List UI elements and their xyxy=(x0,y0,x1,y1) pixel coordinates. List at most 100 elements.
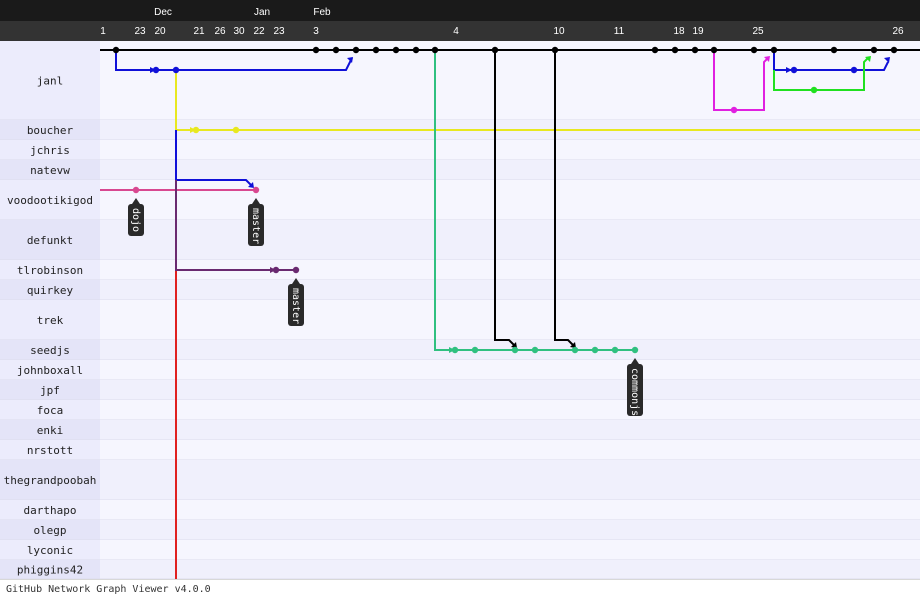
commit-dot[interactable] xyxy=(551,46,559,54)
branch-label[interactable]: commonjs xyxy=(627,358,643,416)
commit-dot[interactable] xyxy=(591,346,599,354)
user-label-bg xyxy=(0,260,100,280)
user-name[interactable]: foca xyxy=(37,404,64,417)
day-label: 23 xyxy=(134,26,146,37)
user-name[interactable]: jchris xyxy=(30,144,70,157)
merge-arrowhead xyxy=(248,182,254,188)
user-label-bg xyxy=(0,560,100,579)
day-label: 22 xyxy=(253,26,265,37)
commit-dot[interactable] xyxy=(152,66,160,74)
user-name[interactable]: thegrandpoobah xyxy=(4,474,97,487)
user-name[interactable]: voodootikigod xyxy=(7,194,93,207)
user-name[interactable]: nrstott xyxy=(27,444,73,457)
commit-dot[interactable] xyxy=(671,46,679,54)
merge-arrowhead xyxy=(347,57,353,63)
month-header xyxy=(0,0,920,21)
commit-dot[interactable] xyxy=(651,46,659,54)
user-name[interactable]: natevw xyxy=(30,164,70,177)
commit-dot[interactable] xyxy=(511,346,519,354)
user-label-bg xyxy=(0,280,100,300)
row-band xyxy=(100,440,920,460)
commit-dot[interactable] xyxy=(611,346,619,354)
user-name[interactable]: defunkt xyxy=(27,234,73,247)
branch-label[interactable]: dojo xyxy=(128,198,144,236)
commit-dot[interactable] xyxy=(312,46,320,54)
merge-line-10 xyxy=(554,50,575,347)
user-label-bg xyxy=(0,140,100,160)
commit-dot[interactable] xyxy=(292,266,300,274)
user-name[interactable]: phiggins42 xyxy=(17,564,83,577)
commit-dot[interactable] xyxy=(770,46,778,54)
user-label-bg xyxy=(0,460,100,500)
commit-dot[interactable] xyxy=(172,66,180,74)
branch-label-box xyxy=(248,204,264,246)
user-label-bg xyxy=(0,420,100,440)
user-label-bg xyxy=(0,540,100,560)
row-band xyxy=(100,41,920,120)
commit-dot[interactable] xyxy=(451,346,459,354)
day-header xyxy=(0,21,920,41)
user-name[interactable]: johnboxall xyxy=(17,364,83,377)
user-label-bg xyxy=(0,160,100,180)
commit-dot[interactable] xyxy=(252,186,260,194)
commit-dot[interactable] xyxy=(870,46,878,54)
user-name[interactable]: seedjs xyxy=(30,344,70,357)
commit-dot[interactable] xyxy=(491,46,499,54)
network-graph: janl boucher jchris natevw voodootikigod defu… xyxy=(0,0,920,579)
commit-dot[interactable] xyxy=(272,266,280,274)
user-name[interactable]: quirkey xyxy=(27,284,74,297)
month-label: Dec xyxy=(154,7,172,18)
commit-dot[interactable] xyxy=(132,186,140,194)
user-label-bg xyxy=(0,180,100,220)
commit-dot[interactable] xyxy=(112,46,120,54)
commit-dot[interactable] xyxy=(352,46,360,54)
commit-dot[interactable] xyxy=(830,46,838,54)
day-label: 18 xyxy=(673,26,685,37)
user-name[interactable]: lyconic xyxy=(27,544,73,557)
user-name[interactable]: enki xyxy=(37,424,64,437)
row-band xyxy=(100,380,920,400)
branch-label-pointer xyxy=(631,358,639,364)
row-band xyxy=(100,420,920,440)
branch-label-text: master xyxy=(290,288,301,324)
branch-label[interactable]: master xyxy=(288,278,304,326)
commit-dot[interactable] xyxy=(890,46,898,54)
commit-dot[interactable] xyxy=(750,46,758,54)
commit-dot[interactable] xyxy=(412,46,420,54)
commit-dot[interactable] xyxy=(790,66,798,74)
commit-dot[interactable] xyxy=(392,46,400,54)
month-label: Jan xyxy=(254,7,270,18)
day-label: 20 xyxy=(154,26,166,37)
user-label-bg xyxy=(0,400,100,420)
user-name[interactable]: tlrobinson xyxy=(17,264,83,277)
commit-dot[interactable] xyxy=(710,46,718,54)
user-name[interactable]: darthapo xyxy=(24,504,77,517)
row-band xyxy=(100,140,920,160)
branch-label-pointer xyxy=(292,278,300,284)
commit-dot[interactable] xyxy=(372,46,380,54)
user-name[interactable]: jpf xyxy=(40,384,60,397)
commit-dot[interactable] xyxy=(232,126,240,134)
commit-dot[interactable] xyxy=(471,346,479,354)
commit-dot[interactable] xyxy=(192,126,200,134)
merge-arrowhead xyxy=(786,67,792,73)
commit-dot[interactable] xyxy=(810,86,818,94)
commit-dot[interactable] xyxy=(691,46,699,54)
user-name[interactable]: janl xyxy=(37,75,64,88)
branch-label[interactable]: master xyxy=(248,198,264,246)
commit-dot[interactable] xyxy=(431,46,439,54)
user-label-bg xyxy=(0,360,100,380)
branch-label-box xyxy=(288,284,304,326)
commit-dot[interactable] xyxy=(850,66,858,74)
commit-dot[interactable] xyxy=(631,346,639,354)
commit-dot[interactable] xyxy=(332,46,340,54)
month-label: Feb xyxy=(313,7,331,18)
commit-dot[interactable] xyxy=(571,346,579,354)
user-name[interactable]: boucher xyxy=(27,124,74,137)
row-band xyxy=(100,460,920,500)
commit-dot[interactable] xyxy=(531,346,539,354)
user-name[interactable]: olegp xyxy=(33,524,66,537)
commit-dot[interactable] xyxy=(730,106,738,114)
user-name[interactable]: trek xyxy=(37,314,64,327)
day-label: 1 xyxy=(100,26,106,37)
